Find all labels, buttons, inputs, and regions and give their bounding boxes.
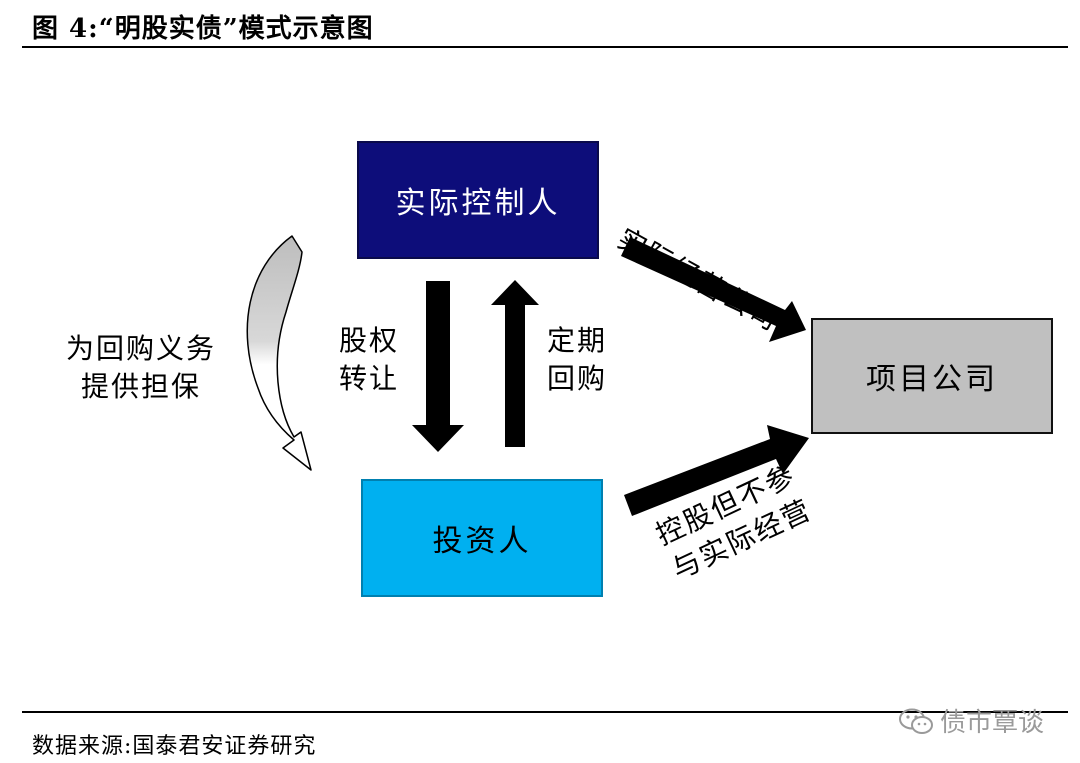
guarantee-line-1: 为回购义务	[66, 332, 217, 365]
actual-controller-node: 实际控制人	[357, 141, 599, 259]
project-company-node: 项目公司	[811, 318, 1053, 434]
investor-node: 投资人	[361, 479, 603, 597]
equity-transfer-line-2: 转让	[339, 362, 400, 395]
equity-transfer-arrow	[412, 281, 464, 452]
controller-to-project-arrow	[621, 237, 806, 342]
title-rule	[22, 46, 1068, 48]
guarantee-label: 为回购义务 提供担保	[66, 330, 216, 406]
guarantee-line-2: 提供担保	[81, 370, 202, 403]
buyback-arrow	[491, 280, 539, 447]
equity-transfer-line-1: 股权	[339, 324, 400, 357]
footer-rule	[22, 711, 1068, 713]
wechat-icon	[899, 708, 933, 734]
watermark: 债市覃谈	[898, 702, 1044, 739]
scheduled-buyback-line-2: 回购	[547, 362, 608, 395]
data-source: 数据来源:国泰君安证券研究	[32, 734, 317, 759]
scheduled-buyback-line-1: 定期	[547, 324, 608, 357]
guarantee-curved-arrow	[246, 235, 312, 471]
figure-title: 图 4:“明股实债”模式示意图	[32, 14, 374, 44]
investor-to-project-arrow	[624, 425, 809, 516]
equity-transfer-label: 股权 转让	[339, 322, 399, 398]
scheduled-buyback-label: 定期 回购	[547, 322, 607, 398]
watermark-text: 债市覃谈	[940, 708, 1045, 738]
